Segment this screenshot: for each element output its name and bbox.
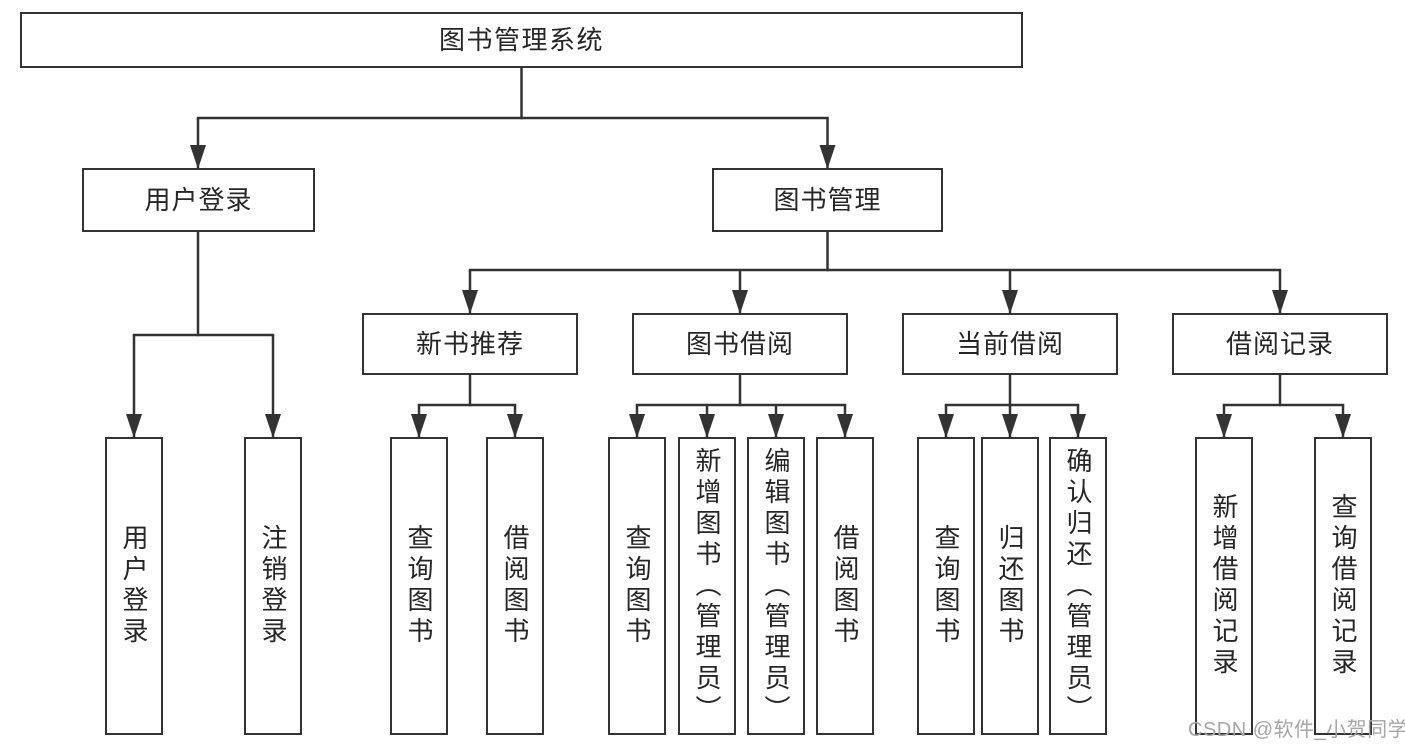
node-add-borrow-record-label: 新增借阅记录 bbox=[1209, 493, 1239, 679]
node-book-management-label: 图书管理 bbox=[773, 185, 882, 215]
node-confirm-return-admin-label: 确认归还（管理员） bbox=[1063, 446, 1093, 726]
node-query-books-borrow-label: 查询图书 bbox=[622, 524, 652, 648]
node-edit-books-admin-label: 编辑图书（管理员） bbox=[761, 446, 791, 726]
node-borrow-books-newrec-label: 借阅图书 bbox=[500, 524, 530, 648]
node-return-books: 归还图书 bbox=[981, 437, 1039, 735]
csdn-watermark: CSDN @软件_小贺同学 bbox=[1188, 719, 1405, 741]
node-book-management: 图书管理 bbox=[712, 168, 943, 232]
node-library-management-system: 图书管理系统 bbox=[20, 12, 1023, 68]
node-query-books-newrec: 查询图书 bbox=[390, 437, 448, 735]
node-user-login-label: 用户登录 bbox=[144, 185, 253, 215]
node-current-borrowing-label: 当前借阅 bbox=[955, 329, 1064, 359]
node-return-books-label: 归还图书 bbox=[995, 524, 1025, 648]
connector-book-management-to-level3 bbox=[462, 230, 1288, 314]
node-borrowing-records-label: 借阅记录 bbox=[1225, 329, 1334, 359]
node-query-borrow-record-label: 查询借阅记录 bbox=[1328, 493, 1358, 679]
connector-current-borrowing-to-leaves bbox=[938, 373, 1086, 438]
node-user-login-leaf-label: 用户登录 bbox=[119, 524, 149, 648]
node-logout: 注销登录 bbox=[244, 437, 302, 735]
node-edit-books-admin: 编辑图书（管理员） bbox=[747, 437, 805, 735]
node-book-borrowing: 图书借阅 bbox=[632, 313, 848, 375]
node-add-books-admin: 新增图书（管理员） bbox=[678, 437, 736, 735]
node-logout-label: 注销登录 bbox=[258, 524, 288, 648]
node-add-books-admin-label: 新增图书（管理员） bbox=[692, 446, 722, 726]
node-new-book-recommend: 新书推荐 bbox=[362, 313, 578, 375]
node-query-books-current-label: 查询图书 bbox=[931, 524, 961, 648]
connector-book-borrowing-to-leaves bbox=[629, 373, 853, 438]
node-query-books-current: 查询图书 bbox=[917, 437, 975, 735]
node-borrowing-records: 借阅记录 bbox=[1172, 313, 1388, 375]
node-borrow-books-borrow-label: 借阅图书 bbox=[830, 524, 860, 648]
node-confirm-return-admin: 确认归还（管理员） bbox=[1049, 437, 1107, 735]
node-current-borrowing: 当前借阅 bbox=[902, 313, 1118, 375]
node-new-book-recommend-label: 新书推荐 bbox=[415, 329, 524, 359]
node-book-borrowing-label: 图书借阅 bbox=[685, 329, 794, 359]
node-borrow-books-borrow: 借阅图书 bbox=[816, 437, 874, 735]
node-user-login-leaf: 用户登录 bbox=[105, 437, 163, 735]
node-query-books-newrec-label: 查询图书 bbox=[404, 524, 434, 648]
node-query-borrow-record: 查询借阅记录 bbox=[1314, 437, 1372, 735]
node-query-books-borrow: 查询图书 bbox=[608, 437, 666, 735]
connector-user-login-to-leaves bbox=[126, 230, 281, 438]
node-borrow-books-newrec: 借阅图书 bbox=[486, 437, 544, 735]
node-add-borrow-record: 新增借阅记录 bbox=[1195, 437, 1253, 735]
node-user-login: 用户登录 bbox=[82, 168, 315, 232]
connector-new-book-recommend-to-leaves bbox=[411, 373, 523, 438]
node-library-management-system-label: 图书管理系统 bbox=[438, 25, 604, 55]
connector-borrowing-records-to-leaves bbox=[1216, 373, 1351, 438]
connector-root-to-level2 bbox=[190, 66, 836, 169]
